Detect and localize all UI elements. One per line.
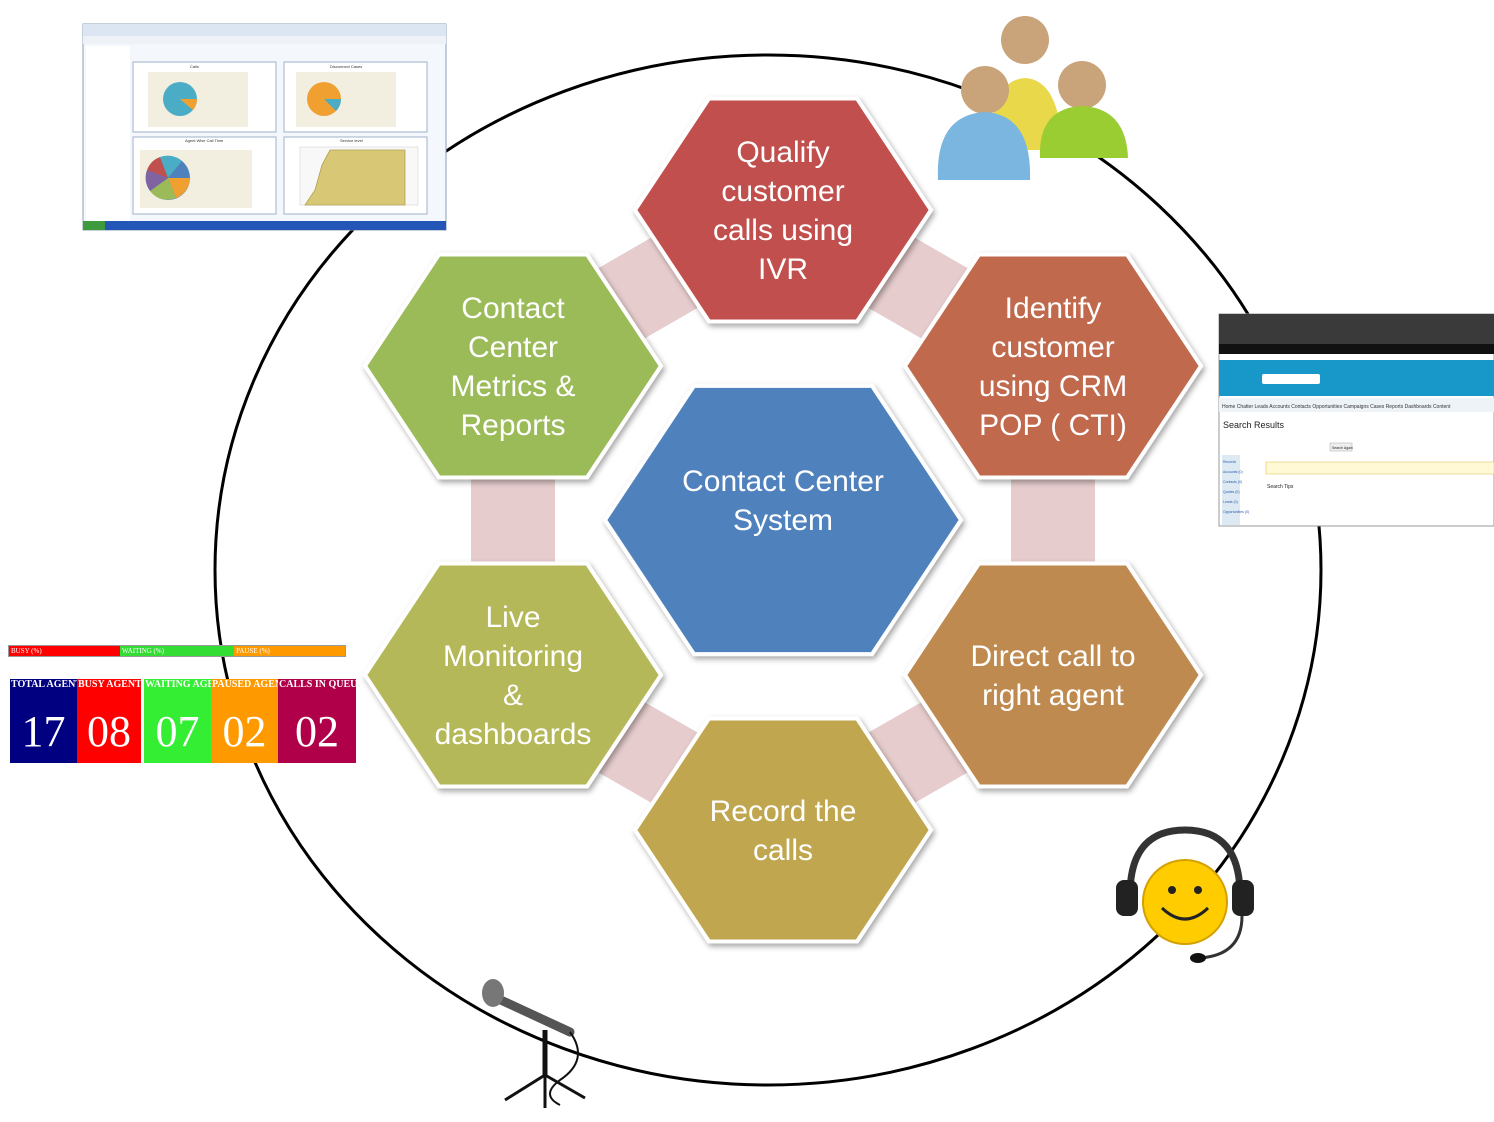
reports-chart-title: Service level xyxy=(340,138,363,143)
hexagon-qualify-label: IVR xyxy=(758,253,808,286)
live-stats-dashboard: BUSY (%) WAITING (%) PAUSE (%) TOTAL AGE… xyxy=(8,645,357,763)
hexagon-identify xyxy=(902,252,1204,480)
crm-search-tips: Search Tips xyxy=(1267,484,1294,490)
customers-people-icon xyxy=(937,16,1128,180)
hexagon-center-label: System xyxy=(733,504,833,537)
hexagon-live-label: dashboards xyxy=(435,718,592,751)
crm-sidebar-item: Opportunities (0) xyxy=(1223,510,1249,514)
stat-label: CALLS IN QUEUE xyxy=(279,679,357,690)
crm-nav-bar: Home Chatter Leads Accounts Contacts Opp… xyxy=(1222,404,1451,410)
hexagon-identify-label: using CRM xyxy=(979,370,1127,403)
hexagon-direct-label: right agent xyxy=(982,679,1124,712)
stat-label: PAUSED AGENTS xyxy=(212,679,279,690)
hexagon-metrics-label: Contact xyxy=(461,292,565,325)
stat-label: WAITING AGENTS xyxy=(145,679,212,690)
hexagon-metrics-label: Reports xyxy=(460,409,565,442)
stat-value: 02 xyxy=(222,707,267,756)
crm-sidebar-item: Contacts (0) xyxy=(1223,480,1242,484)
crm-screenshot: Home Chatter Leads Accounts Contacts Opp… xyxy=(1218,313,1494,527)
hexagon-metrics xyxy=(362,252,664,480)
microphone-icon xyxy=(482,979,586,1108)
waiting-percent-bar: WAITING (%) xyxy=(119,646,235,656)
hexagon-direct-label: Direct call to xyxy=(970,640,1135,673)
stat-value: 17 xyxy=(21,707,66,756)
reports-dashboard-screenshot: Calls Disconnect Cases Agent Wise Call T… xyxy=(82,23,447,231)
hexagon-live xyxy=(362,561,664,789)
hexagon-live-label: & xyxy=(503,679,523,712)
stat-waiting-agents: WAITING AGENTS 07 xyxy=(144,679,212,763)
stat-calls-in-queue: CALLS IN QUEUE 02 xyxy=(278,679,357,763)
crm-sidebar-item: Accounts (0) xyxy=(1223,470,1243,474)
crm-search-results-heading: Search Results xyxy=(1223,420,1285,430)
agent-headset-icon xyxy=(1116,826,1254,963)
hexagon-record-label: calls xyxy=(753,834,813,867)
agent-status-bar: BUSY (%) WAITING (%) PAUSE (%) xyxy=(8,645,346,657)
reports-chart-title: Calls xyxy=(190,64,199,69)
stat-paused-agents: PAUSED AGENTS 02 xyxy=(211,679,279,763)
hexagon-metrics-label: Metrics & xyxy=(450,370,575,403)
pause-percent-bar: PAUSE (%) xyxy=(234,646,345,656)
hexagon-direct xyxy=(902,561,1204,789)
stat-total-agents: TOTAL AGENTS 17 xyxy=(10,679,78,763)
hex-connector xyxy=(471,450,555,591)
stat-label: BUSY AGENTS xyxy=(78,679,142,690)
hexagon-live-label: Monitoring xyxy=(443,640,583,673)
stat-value: 08 xyxy=(87,707,131,756)
crm-sidebar-item: Leads (0) xyxy=(1223,500,1238,504)
hexagon-qualify-label: Qualify xyxy=(736,136,829,169)
stat-label: TOTAL AGENTS xyxy=(11,679,78,690)
stat-busy-agents: BUSY AGENTS 08 xyxy=(77,679,142,763)
busy-percent-bar: BUSY (%) xyxy=(9,646,120,656)
crm-sidebar-item: Records xyxy=(1223,460,1236,464)
reports-chart-title: Disconnect Cases xyxy=(330,64,362,69)
hexagon-live-label: Live xyxy=(485,601,540,634)
reports-chart-title: Agent Wise Call Time xyxy=(185,138,224,143)
hexagon-qualify-label: calls using xyxy=(713,214,853,247)
hexagon-center-label: Contact Center xyxy=(682,465,884,498)
hexagon-identify-label: POP ( CTI) xyxy=(979,409,1127,442)
hexagon-identify-label: customer xyxy=(991,331,1114,364)
hexagon-qualify-label: customer xyxy=(721,175,844,208)
hexagon-record-label: Record the xyxy=(710,795,857,828)
stat-value: 02 xyxy=(295,707,339,756)
hexagon-identify-label: Identify xyxy=(1005,292,1102,325)
crm-search-again-button: Search Again xyxy=(1332,446,1353,450)
area-chart-service-level xyxy=(304,149,406,206)
hexagon-qualify xyxy=(632,96,934,324)
outer-cycle-ring xyxy=(213,53,1323,1087)
hexagon-metrics-label: Center xyxy=(468,331,558,364)
hexagon-record xyxy=(632,716,934,944)
hexagon-center xyxy=(602,383,964,657)
hex-connector xyxy=(1011,450,1095,591)
stat-value: 07 xyxy=(155,707,200,756)
crm-sidebar-item: Quotes (0) xyxy=(1223,490,1240,494)
